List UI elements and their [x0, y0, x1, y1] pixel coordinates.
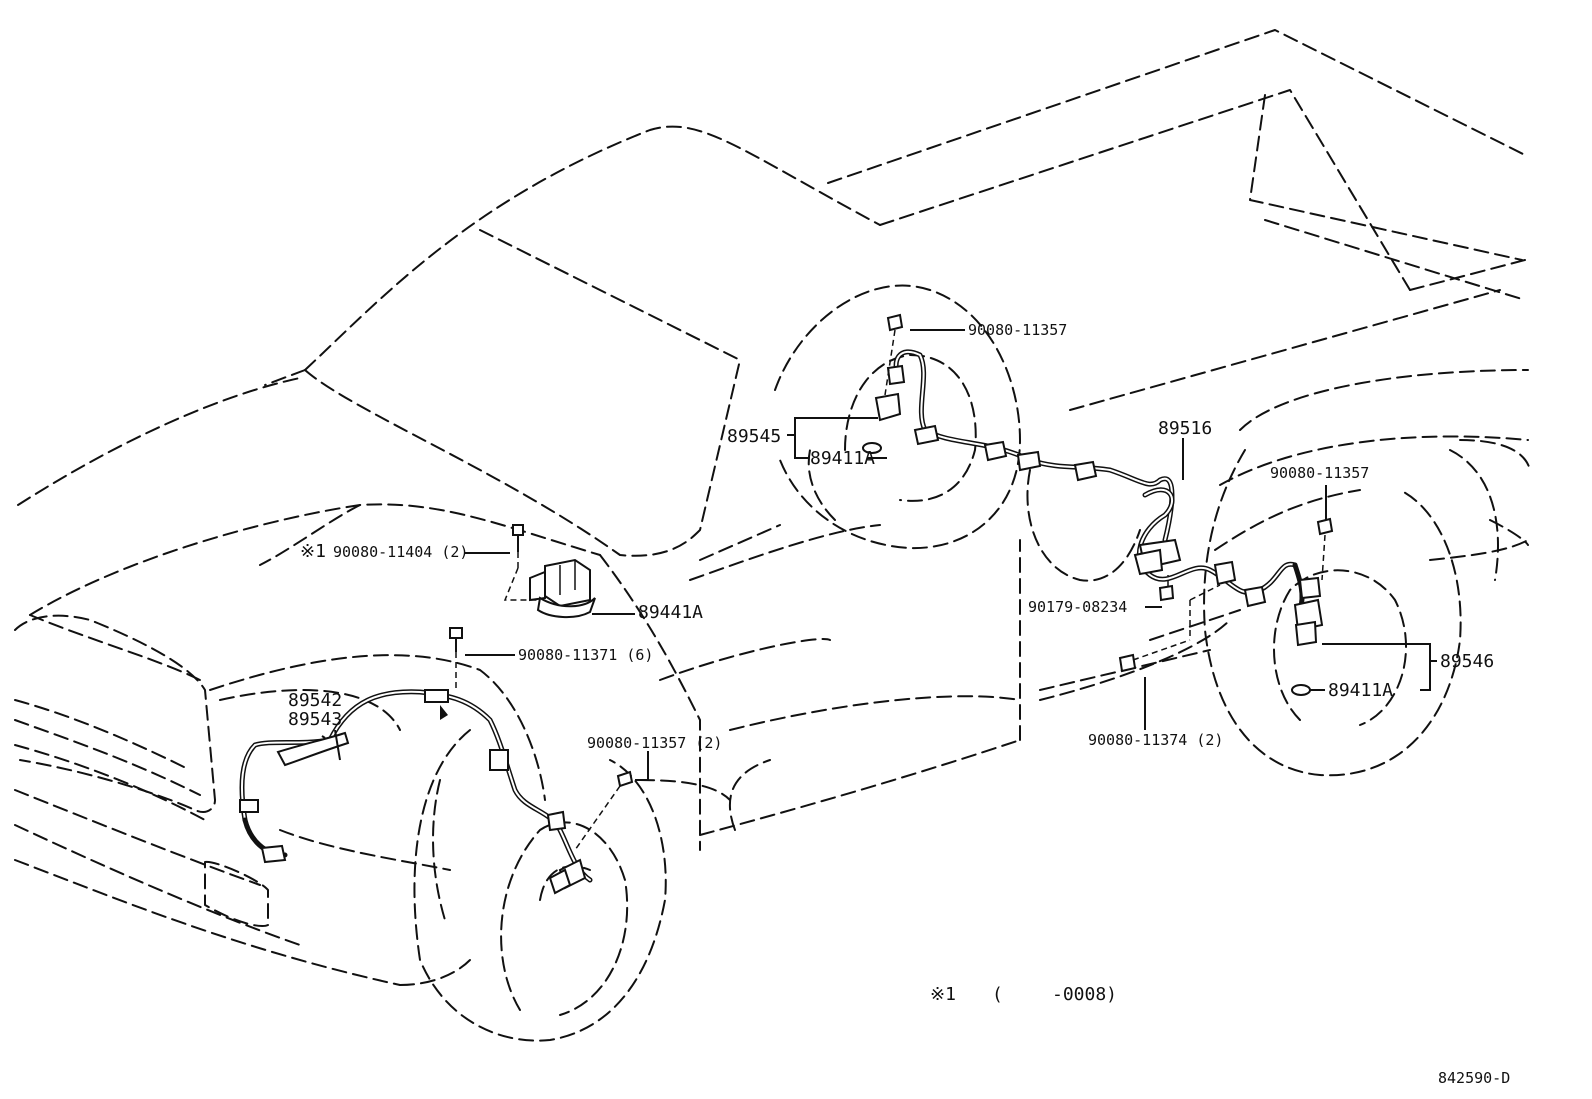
drawing-number: 842590-D	[1438, 1069, 1510, 1087]
callouts: ※1 90080-11404 (2) 89441A 90080-11371 (6…	[288, 321, 1510, 1087]
rl-sensor-label: 89545	[727, 426, 781, 447]
footnote-text: -0008)	[1052, 984, 1117, 1005]
front-sensor-label-top: 89542	[288, 690, 342, 711]
rr-sensor-label: 89546	[1440, 651, 1494, 672]
truck-outline	[14, 29, 1531, 986]
rear-harness	[1118, 487, 1298, 673]
rear-right-sensor	[1291, 517, 1334, 696]
actuator-label: 89441A	[638, 602, 703, 623]
fr-bolt-label: 90080-11404 (2)	[333, 543, 468, 561]
bolt-icon	[886, 313, 904, 332]
rear-axle	[1026, 469, 1141, 582]
bolt-icon	[616, 770, 634, 788]
bolt-icon	[512, 524, 524, 536]
rr-cap-label: 89411A	[1328, 680, 1393, 701]
footnote-paren: (	[992, 984, 1003, 1005]
bolt-icon	[449, 627, 463, 639]
bolt-icon	[1118, 653, 1137, 673]
rr-bolt-label: 90080-11357	[1270, 464, 1369, 482]
clip-label: 90179-08234	[1028, 598, 1127, 616]
rear-left-wheel	[774, 284, 1021, 550]
harness-bolt-label: 90080-11374 (2)	[1088, 731, 1223, 749]
clip-icon	[1158, 584, 1175, 602]
rear-right-wheel	[1203, 449, 1529, 777]
leader-lines	[321, 329, 1437, 781]
abs-actuator-part	[503, 524, 596, 618]
fr-bolt-mark: ※1	[300, 541, 326, 562]
front-sensor-harness	[239, 627, 634, 895]
footnote-mark: ※1	[930, 984, 956, 1005]
rear-left-sensor	[862, 313, 1175, 543]
front-bolt-label: 90080-11357 (2)	[587, 734, 722, 752]
rl-bolt-label: 90080-11357	[968, 321, 1067, 339]
front-sensor-label-bottom: 89543	[288, 709, 342, 730]
actuator-bolt-label: 90080-11371 (6)	[518, 646, 653, 664]
bolt-icon	[1316, 517, 1334, 536]
rl-cap-label: 89411A	[810, 448, 875, 469]
harness-label: 89516	[1158, 418, 1212, 439]
